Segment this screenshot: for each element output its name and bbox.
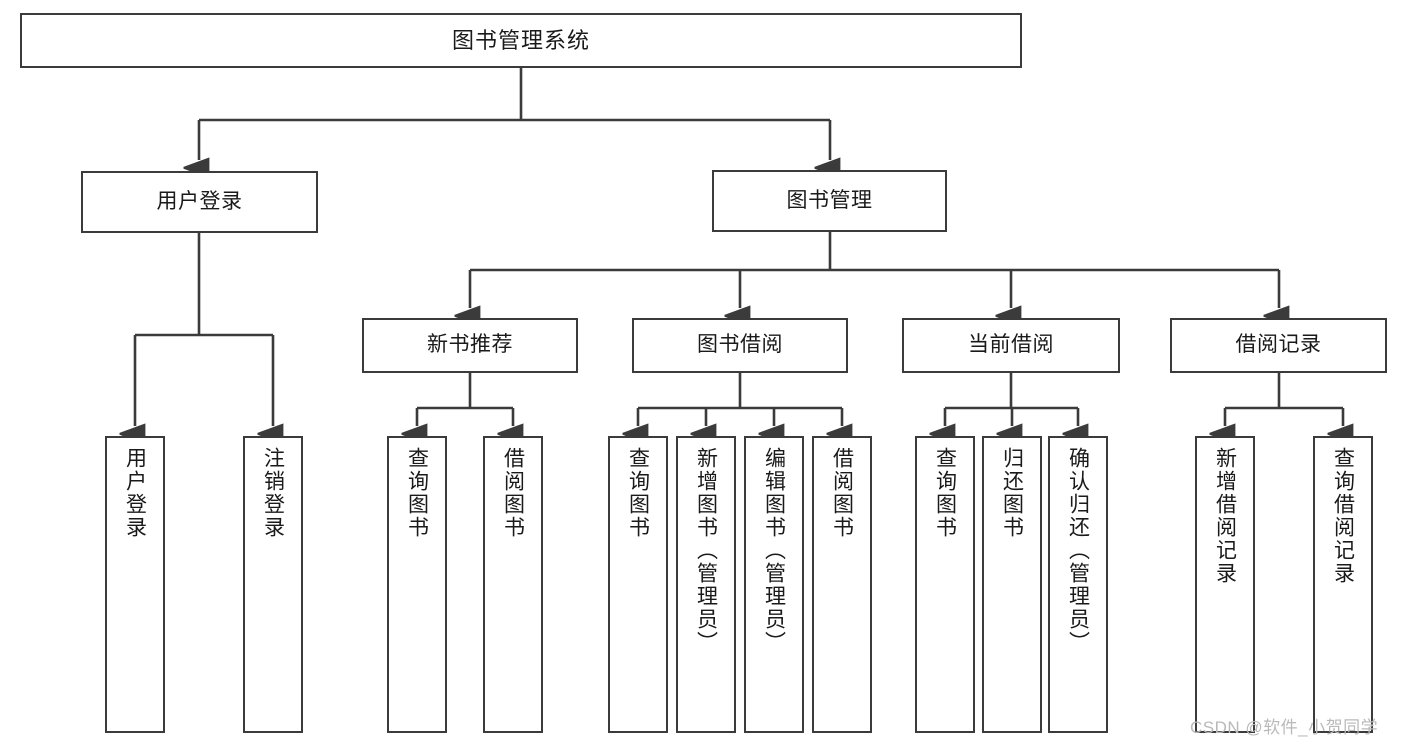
node-new-book-recommend-label: 新书推荐 <box>427 333 513 357</box>
node-leaf-return-book[interactable]: 归还图书 <box>982 436 1042 733</box>
node-leaf-user-login[interactable]: 用户登录 <box>105 436 165 733</box>
node-borrow-record[interactable]: 借阅记录 <box>1170 318 1387 373</box>
node-leaf-logout-login-label: 注销登录 <box>261 447 285 539</box>
node-leaf-confirm-return[interactable]: 确认归还（管理员） <box>1048 436 1108 733</box>
node-book-manage[interactable]: 图书管理 <box>712 170 947 232</box>
node-leaf-user-login-label: 用户登录 <box>123 447 147 539</box>
node-leaf-query-record-label: 查询借阅记录 <box>1331 447 1355 585</box>
node-user-login-label: 用户登录 <box>156 189 243 213</box>
node-leaf-query-book-3-label: 查询图书 <box>933 447 957 539</box>
node-leaf-add-record-label: 新增借阅记录 <box>1213 447 1237 585</box>
node-leaf-query-book-3[interactable]: 查询图书 <box>915 436 975 733</box>
node-user-login[interactable]: 用户登录 <box>81 171 318 233</box>
node-borrow-record-label: 借阅记录 <box>1235 333 1322 357</box>
node-root[interactable]: 图书管理系统 <box>20 13 1022 68</box>
node-leaf-add-book[interactable]: 新增图书（管理员） <box>676 436 736 733</box>
node-leaf-edit-book-label: 编辑图书（管理员） <box>762 447 786 654</box>
node-leaf-borrow-book-2[interactable]: 借阅图书 <box>812 436 872 733</box>
node-leaf-query-record[interactable]: 查询借阅记录 <box>1313 436 1373 733</box>
node-leaf-logout-login[interactable]: 注销登录 <box>243 436 303 733</box>
node-book-borrow[interactable]: 图书借阅 <box>632 318 848 373</box>
node-current-borrow-label: 当前借阅 <box>968 333 1054 357</box>
node-leaf-query-book-1-label: 查询图书 <box>405 447 429 539</box>
node-leaf-borrow-book-2-label: 借阅图书 <box>830 447 854 539</box>
node-leaf-confirm-return-label: 确认归还（管理员） <box>1066 447 1090 654</box>
node-leaf-add-record[interactable]: 新增借阅记录 <box>1195 436 1255 733</box>
node-leaf-edit-book[interactable]: 编辑图书（管理员） <box>744 436 804 733</box>
node-leaf-query-book-1[interactable]: 查询图书 <box>387 436 447 733</box>
node-leaf-borrow-book-1-label: 借阅图书 <box>501 447 525 539</box>
node-leaf-query-book-2-label: 查询图书 <box>626 447 650 539</box>
node-root-label: 图书管理系统 <box>451 27 590 53</box>
node-new-book-recommend[interactable]: 新书推荐 <box>362 318 578 373</box>
node-leaf-add-book-label: 新增图书（管理员） <box>694 447 718 654</box>
node-leaf-borrow-book-1[interactable]: 借阅图书 <box>483 436 543 733</box>
node-book-borrow-label: 图书借阅 <box>697 333 783 357</box>
node-current-borrow[interactable]: 当前借阅 <box>902 318 1120 373</box>
node-leaf-return-book-label: 归还图书 <box>1000 447 1024 539</box>
watermark: CSDN @软件_小贺同学 <box>1190 718 1379 737</box>
node-book-manage-label: 图书管理 <box>786 188 873 212</box>
node-leaf-query-book-2[interactable]: 查询图书 <box>608 436 668 733</box>
